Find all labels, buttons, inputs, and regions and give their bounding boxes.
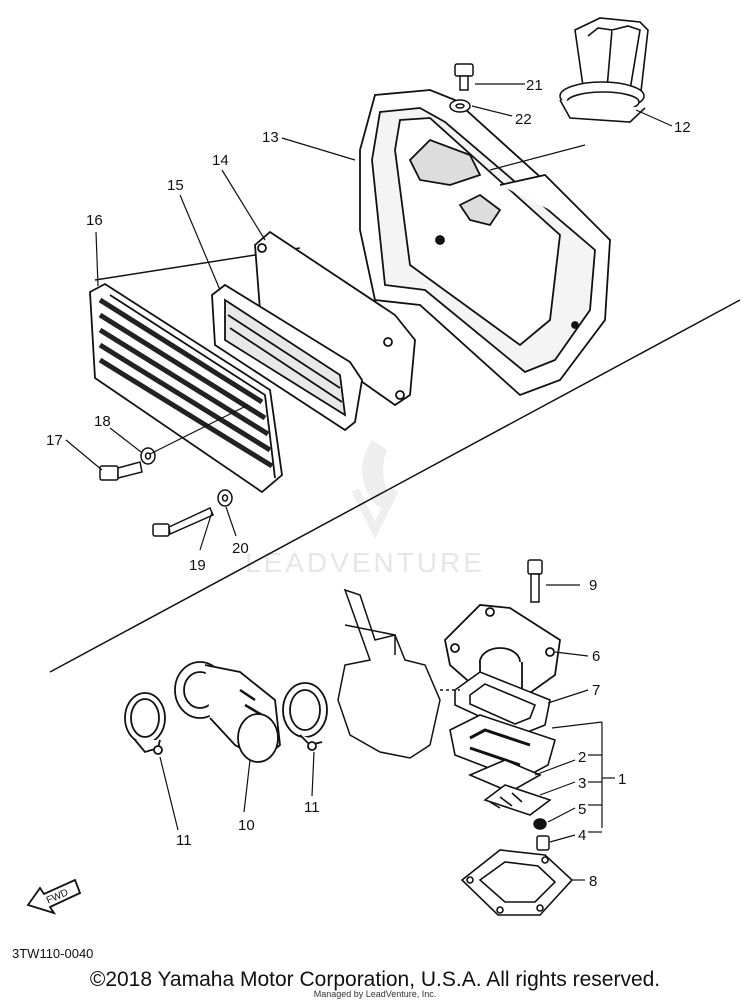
label-10: 10	[238, 817, 255, 834]
reed-valve-assembly-part-1[interactable]	[449, 714, 556, 781]
label-14: 14	[212, 152, 229, 169]
washer-part-5[interactable]	[533, 818, 547, 830]
label-4: 4	[578, 827, 586, 844]
label-18: 18	[94, 413, 111, 430]
label-15: 15	[167, 177, 184, 194]
label-2: 2	[578, 749, 586, 766]
gasket-part-7[interactable]	[454, 671, 551, 736]
label-11-right: 11	[304, 799, 320, 816]
label-6: 6	[592, 648, 600, 665]
label-13: 13	[262, 129, 279, 146]
fwd-arrow-icon: FWD	[26, 878, 82, 915]
washer-part-20[interactable]	[217, 489, 233, 507]
washer-part-18[interactable]	[140, 447, 156, 465]
intake-joint-part-12[interactable]	[559, 17, 649, 123]
gasket-part-8[interactable]	[460, 849, 574, 916]
reed-stopper-part-3[interactable]	[483, 784, 552, 816]
label-21: 21	[526, 77, 543, 94]
screw-part-4[interactable]	[536, 835, 550, 851]
label-19: 19	[189, 557, 206, 574]
label-20: 20	[232, 540, 249, 557]
bolt-part-21[interactable]	[454, 63, 474, 91]
watermark-text: LEADVENTURE	[245, 547, 485, 578]
cylinder-outline	[337, 588, 460, 759]
filter-frame-part-15[interactable]	[211, 283, 363, 432]
clamp-part-11-left[interactable]	[124, 692, 166, 755]
intake-boot-part-10[interactable]	[174, 661, 281, 763]
label-12: 12	[674, 119, 691, 136]
label-17: 17	[46, 432, 63, 449]
air-box-part-13[interactable]	[359, 89, 611, 397]
label-8: 8	[589, 873, 597, 890]
diagram-code: 3TW110-0040	[12, 946, 93, 961]
leader-lines	[65, 83, 673, 881]
part-labels: 21 22 12 13 14 15 16 17 18 19 20 9 6 7 2…	[46, 77, 691, 890]
label-3: 3	[578, 775, 586, 792]
leader-18	[149, 404, 249, 455]
clamp-part-11-right[interactable]	[282, 682, 328, 751]
label-7: 7	[592, 682, 600, 699]
label-16: 16	[86, 212, 103, 229]
label-5: 5	[578, 801, 586, 818]
managed-by-note: Managed by LeadVenture, Inc.	[313, 989, 437, 999]
bolt-part-19[interactable]	[152, 506, 214, 537]
copyright-notice: ©2018 Yamaha Motor Corporation, U.S.A. A…	[89, 968, 661, 991]
label-9: 9	[589, 577, 597, 594]
label-11-left: 11	[176, 832, 192, 849]
bolt-part-17[interactable]	[99, 461, 143, 481]
bolt-part-9[interactable]	[527, 559, 543, 603]
reed-part-2[interactable]	[467, 759, 542, 793]
washer-part-22[interactable]	[449, 99, 471, 113]
watermark: LEADVENTURE	[245, 440, 485, 578]
label-22: 22	[515, 111, 532, 128]
plate-part-14[interactable]	[254, 230, 416, 407]
air-filter-part-16[interactable]	[89, 282, 283, 494]
label-1: 1	[618, 771, 626, 788]
